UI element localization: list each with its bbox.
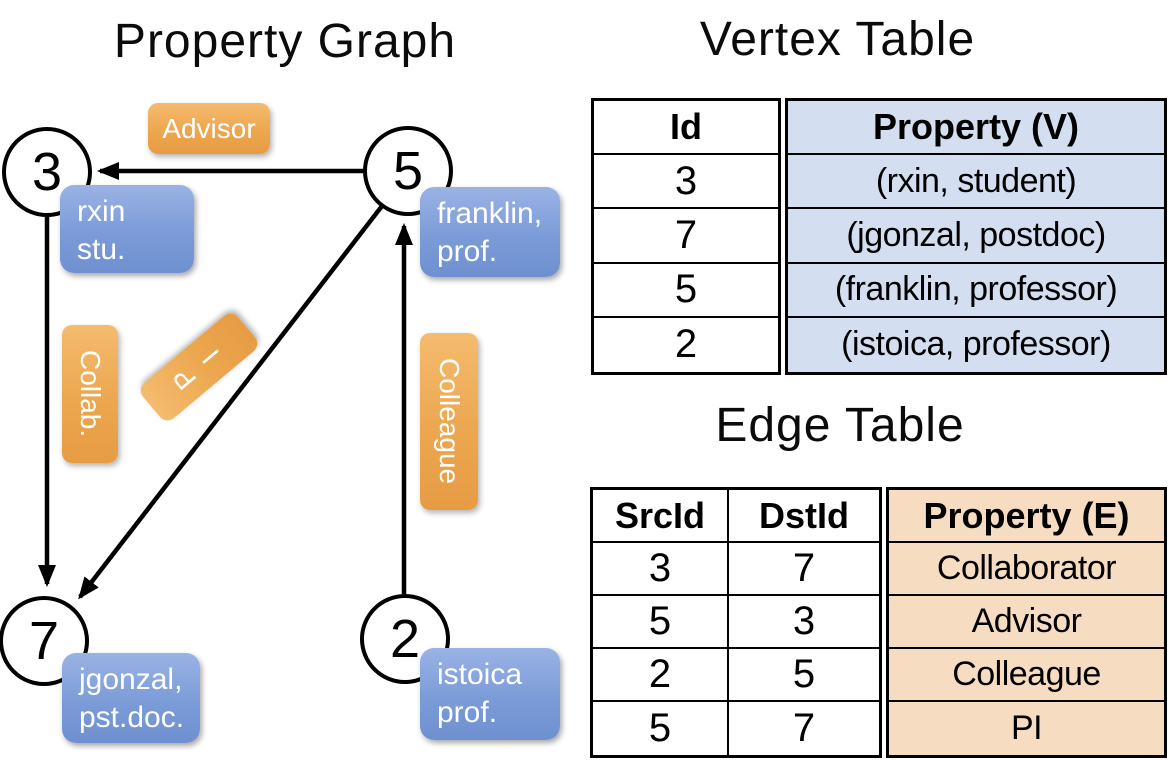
vertex-property-box-2: istoica prof. [420, 648, 560, 740]
edge-table-property-cell: Advisor [889, 596, 1164, 649]
vertex-property-line: jgonzal, [79, 663, 183, 696]
vertex-property-line: stu. [77, 233, 126, 266]
vertex-id-label: 7 [28, 611, 60, 671]
edge-label-colleague: Colleague [420, 333, 478, 510]
vertex-id-label: 2 [389, 609, 421, 669]
edge-label-collab: Collab. [62, 325, 118, 463]
edge-table-dst-cell: 5 [729, 649, 879, 702]
vertex-circle-5: 5 [363, 126, 453, 216]
vertex-property-line: rxin [77, 195, 126, 228]
edge-table-src-cell: 2 [593, 649, 729, 702]
vertex-table-id-cell: 5 [594, 264, 778, 318]
vertex-property-line: franklin, [437, 197, 543, 230]
vertex-property-line: prof. [437, 235, 498, 268]
vertex-property-line: pst.doc. [79, 701, 185, 734]
vertex-circle-2: 2 [360, 594, 450, 684]
vertex-table-property-cell: (istoica, professor) [788, 317, 1164, 372]
vertex-property-line: prof. [437, 696, 498, 729]
edge-table-property-cell: Colleague [889, 649, 1164, 702]
vertex-id-label: 3 [31, 142, 63, 202]
vertex-table-property-cell: (rxin, student) [788, 155, 1164, 210]
vertex-property-line: istoica [437, 658, 523, 691]
vertex-table-id-cell: 7 [594, 209, 778, 264]
edge-table-property-column: Property (E) Collaborator Advisor Collea… [886, 487, 1167, 758]
graph-edges [38, 162, 413, 600]
edge-table-header-srcid: SrcId [593, 490, 729, 543]
vertex-id-label: 5 [392, 141, 424, 201]
vertex-property-box-3: rxin stu. [60, 185, 194, 273]
edge-table-header-dstid: DstId [729, 490, 879, 543]
vertex-table-header-property: Property (V) [788, 101, 1164, 156]
edge-label-advisor: Advisor [148, 103, 270, 154]
edge-table-header-property: Property (E) [889, 490, 1164, 543]
edge-table-dst-cell: 7 [792, 706, 816, 750]
vertex-table-id-column: Id 3 7 5 2 [591, 98, 781, 375]
vertex-table-title: Vertex Table [699, 13, 976, 66]
edge-arrow-5-to-7 [78, 204, 384, 600]
vertex-table-property-cell: (franklin, professor) [788, 263, 1164, 318]
property-graph-title: Property Graph [113, 15, 457, 68]
edge-table-property-cell: Collaborator [889, 543, 1164, 596]
edge-table-dst-cell: 3 [729, 596, 879, 649]
vertex-property-box-7: jgonzal, pst.doc. [62, 653, 200, 743]
edge-table-src-cell: 5 [593, 596, 729, 649]
vertex-table-property-cell: (jgonzal, postdoc) [788, 209, 1164, 264]
vertex-table-id-cell: 2 [674, 322, 698, 367]
edge-table-src-cell: 3 [593, 543, 729, 596]
vertex-table-id-cell: 3 [594, 155, 778, 210]
vertex-property-box-5: franklin, prof. [420, 187, 560, 277]
edge-table-src-cell: 5 [593, 702, 729, 755]
vertex-table-property-column: Property (V) (rxin, student) (jgonzal, p… [785, 98, 1167, 375]
edge-table-id-columns: SrcId DstId 3 7 5 3 2 5 5 7 [590, 487, 882, 758]
edge-table-title: Edge Table [715, 399, 965, 452]
vertex-table-header-id: Id [594, 101, 778, 156]
edge-table-property-cell: PI [889, 702, 1164, 755]
edge-table-dst-cell: 7 [729, 543, 879, 596]
